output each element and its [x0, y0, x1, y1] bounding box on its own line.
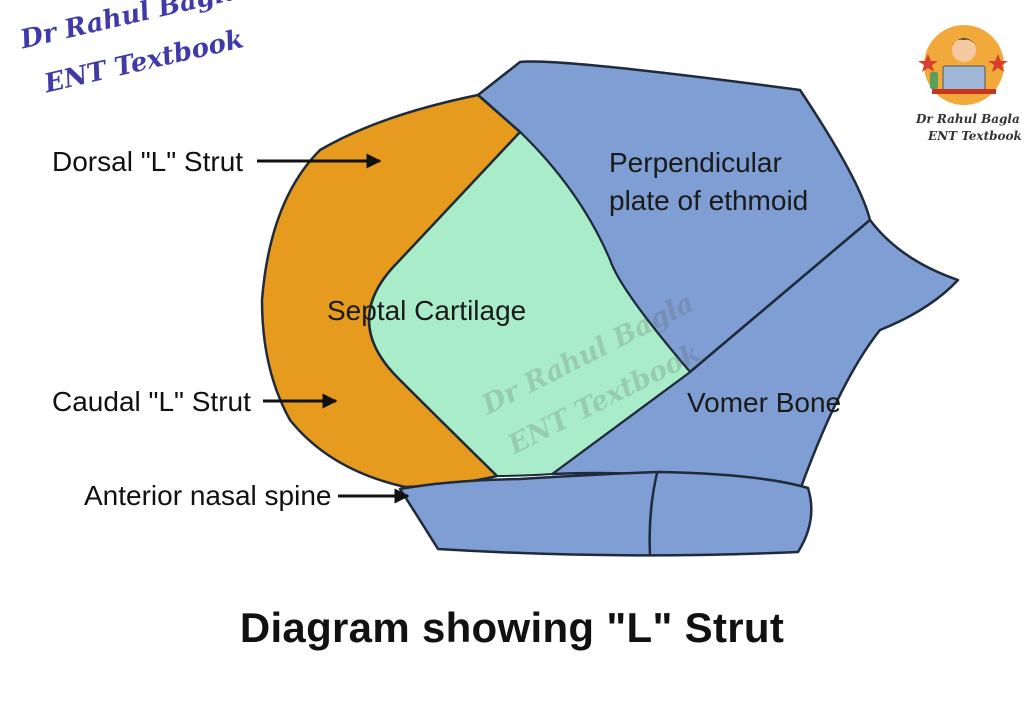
logo-caption-line1: Dr Rahul Bagla — [916, 112, 1020, 126]
nasal-spine-crest-shape — [398, 470, 813, 557]
strut-cartilage-boundary — [368, 131, 521, 477]
perpendicular-plate-label-line2: plate of ethmoid — [609, 185, 809, 216]
anterior-nasal-spine-label: Anterior nasal spine — [84, 480, 332, 511]
crest-suture-line — [648, 472, 659, 555]
vomer-bone-label: Vomer Bone — [687, 387, 842, 418]
dorsal-strut-label: Dorsal "L" Strut — [52, 146, 244, 177]
l-strut-shape — [260, 93, 522, 489]
author-avatar-logo — [918, 25, 1008, 105]
logo-caption-line2: ENT Textbook — [928, 129, 1022, 143]
septal-cartilage-label: Septal Cartilage — [327, 295, 527, 326]
perpendicular-plate-label-line1: Perpendicular — [609, 147, 782, 178]
diagram-title: Diagram showing "L" Strut — [239, 604, 785, 651]
caudal-strut-label: Caudal "L" Strut — [52, 386, 251, 417]
